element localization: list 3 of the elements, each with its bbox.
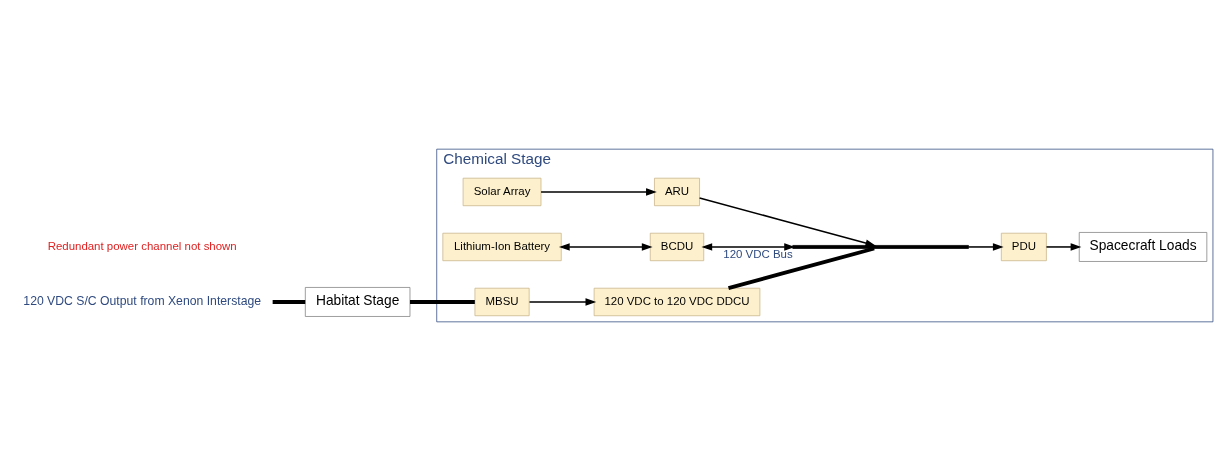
label: Redundant power channel not shown [47,239,237,252]
node-label: 120 VDC Bus [723,247,793,260]
node-text: 120 VDC S/C Output from Xenon Interstage [23,293,262,308]
